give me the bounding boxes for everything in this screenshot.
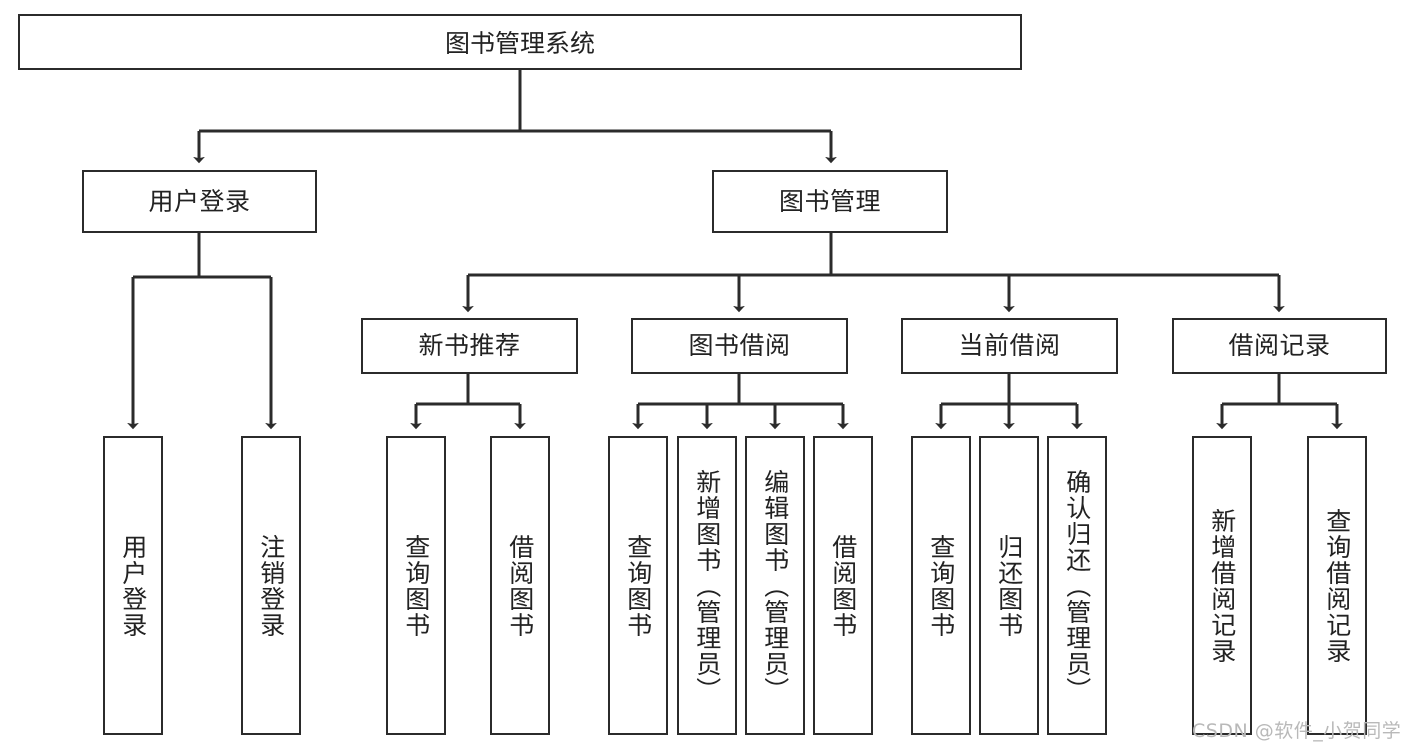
leaf-confirm-return[interactable]: 确认归还（管理员）	[1047, 436, 1107, 735]
leaf-user-logout-label: 注销登录	[256, 533, 286, 638]
leaf-query-book-2-label: 查询图书	[623, 533, 653, 638]
leaf-query-record-label: 查询借阅记录	[1322, 507, 1352, 664]
leaf-add-book[interactable]: 新增图书（管理员）	[677, 436, 737, 735]
node-current-borrow-label: 当前借阅	[958, 331, 1061, 361]
node-book-borrow[interactable]: 图书借阅	[631, 318, 848, 374]
leaf-borrow-book-1-label: 借阅图书	[505, 533, 535, 638]
leaf-add-book-label: 新增图书（管理员）	[692, 468, 722, 703]
leaf-query-book-3[interactable]: 查询图书	[911, 436, 971, 735]
node-current-borrow[interactable]: 当前借阅	[901, 318, 1118, 374]
leaf-return-book[interactable]: 归还图书	[979, 436, 1039, 735]
leaf-user-login[interactable]: 用户登录	[103, 436, 163, 735]
leaf-query-book-2[interactable]: 查询图书	[608, 436, 668, 735]
leaf-edit-book-label: 编辑图书（管理员）	[760, 468, 790, 703]
leaf-query-record[interactable]: 查询借阅记录	[1307, 436, 1367, 735]
leaf-user-login-label: 用户登录	[118, 533, 148, 638]
node-user-login-label: 用户登录	[148, 186, 251, 216]
leaf-borrow-book-1[interactable]: 借阅图书	[490, 436, 550, 735]
leaf-user-logout[interactable]: 注销登录	[241, 436, 301, 735]
leaf-borrow-book-2[interactable]: 借阅图书	[813, 436, 873, 735]
node-borrow-record-label: 借阅记录	[1228, 331, 1331, 361]
csdn-watermark: CSDN @软件_小贺同学	[1192, 720, 1402, 742]
leaf-query-book-3-label: 查询图书	[926, 533, 956, 638]
leaf-edit-book[interactable]: 编辑图书（管理员）	[745, 436, 805, 735]
node-book-borrow-label: 图书借阅	[688, 331, 791, 361]
leaf-return-book-label: 归还图书	[994, 533, 1024, 638]
node-book-manage-label: 图书管理	[778, 186, 881, 216]
node-new-book-recommend[interactable]: 新书推荐	[361, 318, 578, 374]
leaf-add-record[interactable]: 新增借阅记录	[1192, 436, 1252, 735]
leaf-add-record-label: 新增借阅记录	[1207, 507, 1237, 664]
node-root[interactable]: 图书管理系统	[18, 14, 1022, 70]
leaf-borrow-book-2-label: 借阅图书	[828, 533, 858, 638]
node-root-label: 图书管理系统	[444, 29, 595, 58]
node-user-login[interactable]: 用户登录	[82, 170, 317, 233]
node-new-book-recommend-label: 新书推荐	[418, 331, 521, 361]
node-book-manage[interactable]: 图书管理	[712, 170, 948, 233]
leaf-confirm-return-label: 确认归还（管理员）	[1062, 468, 1092, 703]
leaf-query-book-1[interactable]: 查询图书	[386, 436, 446, 735]
leaf-query-book-1-label: 查询图书	[401, 533, 431, 638]
node-borrow-record[interactable]: 借阅记录	[1172, 318, 1387, 374]
